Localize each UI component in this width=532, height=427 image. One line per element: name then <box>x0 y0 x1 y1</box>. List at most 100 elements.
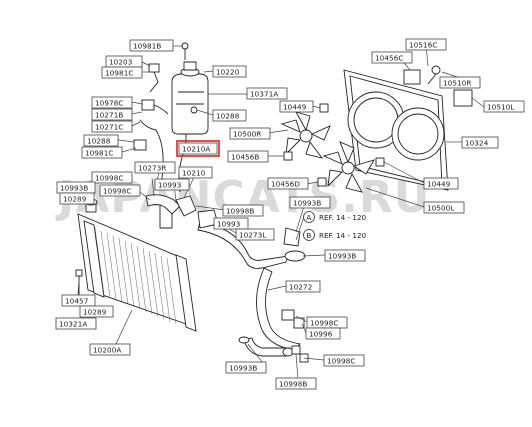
svg-text:10998B: 10998B <box>226 207 254 216</box>
label-10500R[interactable]: 10500R <box>229 127 271 140</box>
svg-text:10998C: 10998C <box>327 357 355 366</box>
label-10993-mid[interactable]: 10993 <box>213 217 249 230</box>
label-10456D[interactable]: 10456D <box>267 177 309 190</box>
fan-shroud[interactable] <box>343 65 473 191</box>
label-10371A[interactable]: 10371A <box>246 87 288 100</box>
label-10203[interactable]: 10203 <box>105 55 143 68</box>
svg-text:10993B: 10993B <box>328 252 356 261</box>
label-10289-b[interactable]: 10289 <box>79 305 114 318</box>
svg-text:REF. 14 - 120: REF. 14 - 120 <box>319 213 367 222</box>
svg-text:10998C: 10998C <box>95 174 123 183</box>
reservoir-tank[interactable] <box>171 61 209 146</box>
svg-text:10273R: 10273R <box>138 164 166 173</box>
svg-text:10993B: 10993B <box>293 199 321 208</box>
label-10998B-b[interactable]: 10998B <box>275 377 317 390</box>
label-10272[interactable]: 10272 <box>285 280 321 293</box>
label-10210[interactable]: 10210 <box>178 166 213 179</box>
label-10271B[interactable]: 10271B <box>91 108 133 121</box>
label-10998C-a[interactable]: 10998C <box>91 171 133 184</box>
svg-text:REF. 14 - 120: REF. 14 - 120 <box>319 231 367 240</box>
label-10321A[interactable]: 10321A <box>55 317 97 330</box>
svg-text:10371A: 10371A <box>250 90 278 99</box>
upper-radiator-hose-10210[interactable] <box>145 194 219 229</box>
svg-text:10449: 10449 <box>427 180 451 189</box>
svg-text:10500L: 10500L <box>427 204 454 213</box>
label-10998C-mid[interactable]: 10998C <box>99 184 141 197</box>
label-10449-a[interactable]: 10449 <box>279 100 314 113</box>
label-10993B-a[interactable]: 10993B <box>56 181 96 194</box>
label-10288-b[interactable]: 10288 <box>83 134 119 147</box>
svg-text:10510L: 10510L <box>487 103 514 112</box>
svg-text:10203: 10203 <box>109 58 132 67</box>
label-10456C[interactable]: 10456C <box>371 51 413 64</box>
svg-text:10456C: 10456C <box>375 54 403 63</box>
svg-text:10272: 10272 <box>289 283 312 292</box>
label-10456B[interactable]: 10456B <box>227 150 269 163</box>
labels: 10981B 10203 10981C 10220 10371A 10288 1… <box>55 38 525 390</box>
label-10993B-d[interactable]: 10993B <box>225 361 267 374</box>
radiator[interactable] <box>77 198 197 332</box>
svg-text:10981B: 10981B <box>133 42 161 51</box>
svg-text:10996: 10996 <box>309 330 333 339</box>
svg-text:10273L: 10273L <box>239 231 266 240</box>
label-10978C[interactable]: 10978C <box>91 96 133 109</box>
svg-text:10220: 10220 <box>216 68 240 77</box>
lower-hose[interactable] <box>238 336 294 357</box>
label-10289-a[interactable]: 10289 <box>59 192 95 205</box>
svg-text:10510R: 10510R <box>443 79 471 88</box>
svg-text:10998C: 10998C <box>103 187 131 196</box>
svg-text:10998C: 10998C <box>310 319 338 328</box>
svg-text:10978C: 10978C <box>95 99 123 108</box>
label-10273L[interactable]: 10273L <box>235 228 275 241</box>
label-10998C-b[interactable]: 10998C <box>306 316 348 329</box>
label-10457[interactable]: 10457 <box>61 294 96 307</box>
label-10981C-b[interactable]: 10981C <box>81 146 123 159</box>
svg-text:10516C: 10516C <box>409 41 437 50</box>
fan-10500R[interactable] <box>280 111 331 159</box>
label-10998C-c[interactable]: 10998C <box>323 354 365 367</box>
radiator-mount-10457[interactable] <box>75 269 83 296</box>
label-10449-b[interactable]: 10449 <box>423 177 459 190</box>
label-10273R[interactable]: 10273R <box>134 161 176 174</box>
label-10324[interactable]: 10324 <box>461 136 499 149</box>
reference-B[interactable]: B REF. 14 - 120 <box>303 229 367 241</box>
svg-text:10449: 10449 <box>283 103 307 112</box>
svg-text:10993: 10993 <box>217 220 240 229</box>
label-10516C[interactable]: 10516C <box>405 38 447 51</box>
svg-text:10289: 10289 <box>83 308 107 317</box>
svg-text:10981C: 10981C <box>105 69 133 78</box>
nuts-washers[interactable] <box>283 103 385 187</box>
svg-text:10288: 10288 <box>216 112 240 121</box>
label-10981C-a[interactable]: 10981C <box>101 66 143 79</box>
label-10996[interactable]: 10996 <box>305 327 341 340</box>
label-10200A[interactable]: 10200A <box>89 343 131 356</box>
svg-text:10457: 10457 <box>65 297 88 306</box>
svg-text:10456D: 10456D <box>271 180 300 189</box>
label-10993-a[interactable]: 10993 <box>154 178 190 191</box>
svg-text:10210: 10210 <box>182 169 206 178</box>
label-10500L[interactable]: 10500L <box>423 201 465 214</box>
svg-text:10200A: 10200A <box>93 346 121 355</box>
svg-text:10271C: 10271C <box>95 123 123 132</box>
label-10510L[interactable]: 10510L <box>483 100 525 113</box>
label-10993B-c[interactable]: 10993B <box>324 249 366 262</box>
label-10998B-a[interactable]: 10998B <box>222 204 264 217</box>
svg-text:10289: 10289 <box>63 195 87 204</box>
svg-text:10288: 10288 <box>87 137 111 146</box>
fan-10500L[interactable] <box>322 141 375 193</box>
svg-text:10998B: 10998B <box>279 380 307 389</box>
label-10510R[interactable]: 10510R <box>439 76 481 89</box>
label-10993B-b[interactable]: 10993B <box>289 196 331 209</box>
svg-text:10324: 10324 <box>465 139 489 148</box>
reference-A[interactable]: A REF. 14 - 120 <box>303 211 367 223</box>
label-10210A-highlighted[interactable]: 10210A <box>176 140 220 157</box>
label-10981B[interactable]: 10981B <box>129 39 174 52</box>
label-10271C[interactable]: 10271C <box>91 120 133 133</box>
label-10288-a[interactable]: 10288 <box>212 109 247 122</box>
svg-text:10993: 10993 <box>158 181 181 190</box>
label-10220[interactable]: 10220 <box>212 65 247 78</box>
svg-text:10981C: 10981C <box>85 149 113 158</box>
svg-text:10993B: 10993B <box>60 184 88 193</box>
